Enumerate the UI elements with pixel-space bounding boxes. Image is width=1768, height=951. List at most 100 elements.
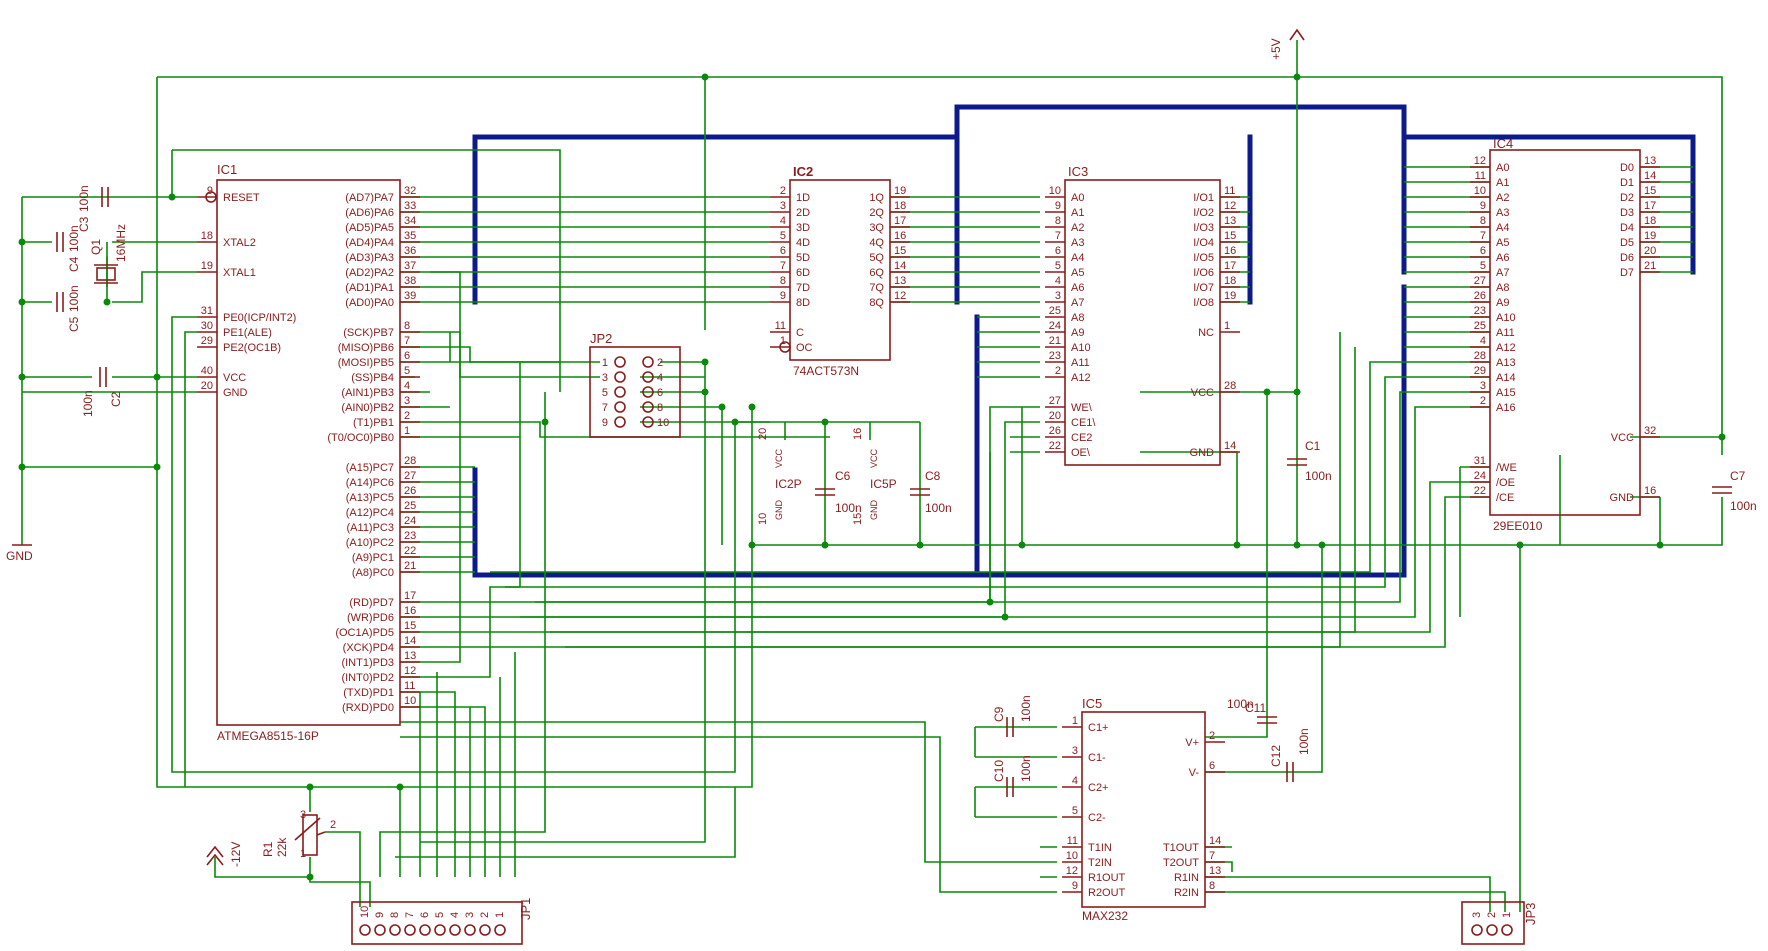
pin-number: 35 — [404, 230, 416, 242]
jp1-pin-number: 1 — [494, 912, 506, 918]
jp2-pin-1 — [614, 356, 626, 368]
pin-number: 34 — [404, 215, 416, 227]
pin-name: A0 — [1071, 192, 1084, 204]
pin-number: 4 — [780, 215, 786, 227]
capacitor-ref: C7 — [1730, 469, 1746, 483]
power-symbols: +5V -12V GND — [6, 28, 1305, 867]
pin-number: 12 — [1474, 155, 1486, 167]
capacitor-value: 100n — [1297, 728, 1311, 755]
pin-name: NC — [1198, 327, 1214, 339]
jp2-pin-10 — [642, 416, 654, 428]
pin-name: (A10)PC2 — [346, 537, 394, 549]
pin-name: D6 — [1620, 252, 1634, 264]
ic5-left-pins: 1C1+3C1-4C2+5C2-11T1IN10T2IN12R1OUT9R2OU… — [1062, 715, 1126, 899]
pin-name: A0 — [1496, 162, 1509, 174]
pin-name: D2 — [1620, 192, 1634, 204]
pin-name: 5D — [796, 252, 810, 264]
pin-name: R2OUT — [1088, 887, 1126, 899]
pin-number: 7 — [1209, 850, 1215, 862]
pin-name: (SS)PB4 — [351, 372, 394, 384]
pin-name: CE1\ — [1071, 417, 1096, 429]
pin-name: RESET — [223, 192, 260, 204]
pin-name: /WE — [1496, 462, 1517, 474]
pin-name: T2OUT — [1163, 857, 1199, 869]
pot-ref: R1 — [261, 841, 275, 857]
ic2-value: 74ACT573N — [793, 364, 859, 378]
pin-name: A9 — [1496, 297, 1509, 309]
capacitor-ref: C3 — [77, 216, 91, 232]
pin-number: 25 — [1474, 320, 1486, 332]
pin-name: (AIN0)PB2 — [341, 402, 394, 414]
pin-number: 6 — [1209, 760, 1215, 772]
pin-name: (RXD)PD0 — [342, 702, 394, 714]
pin-name: C1+ — [1088, 722, 1109, 734]
capacitor-ref: C10 — [992, 760, 1006, 782]
jp1-pin-6 — [419, 924, 431, 936]
pin-number: 26 — [404, 485, 416, 497]
pin-name: (AIN1)PB3 — [341, 387, 394, 399]
ic1-right-pins: 32(AD7)PA733(AD6)PA634(AD5)PA535(AD4)PA4… — [327, 185, 420, 714]
pin-name: /OE — [1496, 477, 1515, 489]
pin-number: 7 — [1055, 230, 1061, 242]
ic3-left-pins: 10A09A18A27A36A45A54A63A725A824A921A1023… — [1045, 185, 1096, 459]
pin-name: D5 — [1620, 237, 1634, 249]
jp2-pin-number: 5 — [602, 387, 608, 399]
jp2-pin-6 — [642, 386, 654, 398]
pin-number: 22 — [404, 545, 416, 557]
pin-number: 31 — [201, 305, 213, 317]
pin-number: 19 — [201, 260, 213, 272]
pin-number: 15 — [404, 620, 416, 632]
pot-pin2: 2 — [330, 819, 336, 831]
pin-number: 12 — [1224, 200, 1236, 212]
capacitor-ref: C8 — [925, 469, 941, 483]
pin-name: A3 — [1496, 207, 1509, 219]
pin-name: 7D — [796, 282, 810, 294]
vplus-label: +5V — [1269, 38, 1283, 60]
data-bus — [472, 104, 1696, 578]
pin-name: (A11)PC3 — [347, 522, 394, 534]
capacitor-value: 100n — [81, 390, 95, 417]
ic5-value: MAX232 — [1082, 909, 1128, 923]
pin-name: 7Q — [869, 282, 884, 294]
jp1-pin-5 — [434, 924, 446, 936]
pin-number: 8 — [1480, 215, 1486, 227]
pin-name: R1IN — [1174, 872, 1199, 884]
pin-name: A10 — [1071, 342, 1091, 354]
pin-name: XTAL1 — [223, 267, 256, 279]
pin-name: D3 — [1620, 207, 1634, 219]
pin-number: 5 — [1055, 260, 1061, 272]
pin-number: 13 — [1224, 215, 1236, 227]
pin-number: 11 — [1475, 170, 1486, 182]
pin-name: (MISO)PB6 — [338, 342, 394, 354]
pin-name: A7 — [1496, 267, 1509, 279]
jp1-pin-number: 4 — [449, 912, 461, 918]
pin-name: V+ — [1185, 737, 1199, 749]
pin-name: GND — [1190, 447, 1215, 459]
capacitor-value: 100n — [1019, 755, 1033, 782]
pin-name: WE\ — [1071, 402, 1093, 414]
pin-number: 4 — [404, 380, 410, 392]
pin-number: 32 — [1644, 425, 1656, 437]
pin-name: A8 — [1496, 282, 1509, 294]
pin-name: 1D — [796, 192, 810, 204]
pin-number: 25 — [404, 500, 416, 512]
capacitor-ref: C2 — [109, 391, 123, 407]
pin-number: 11 — [404, 680, 415, 692]
ic5p-gnd: GND — [869, 500, 879, 521]
jp1-pin-8 — [389, 924, 401, 936]
pin-number: 8 — [780, 275, 786, 287]
pin-name: I/O1 — [1193, 192, 1214, 204]
jp2-pin-number: 3 — [602, 372, 608, 384]
capacitor-ref: C6 — [835, 469, 851, 483]
pin-name: VCC — [1191, 387, 1214, 399]
pin-name: I/O3 — [1193, 222, 1214, 234]
pin-number: 38 — [404, 275, 416, 287]
jp2-pin-number: 6 — [657, 387, 663, 399]
pin-name: (AD1)PA1 — [345, 282, 394, 294]
pin-number: 4 — [1055, 275, 1061, 287]
pin-name: PE0(ICP/INT2) — [223, 312, 296, 324]
pin-number: 12 — [404, 665, 416, 677]
pin-number: 13 — [404, 650, 416, 662]
